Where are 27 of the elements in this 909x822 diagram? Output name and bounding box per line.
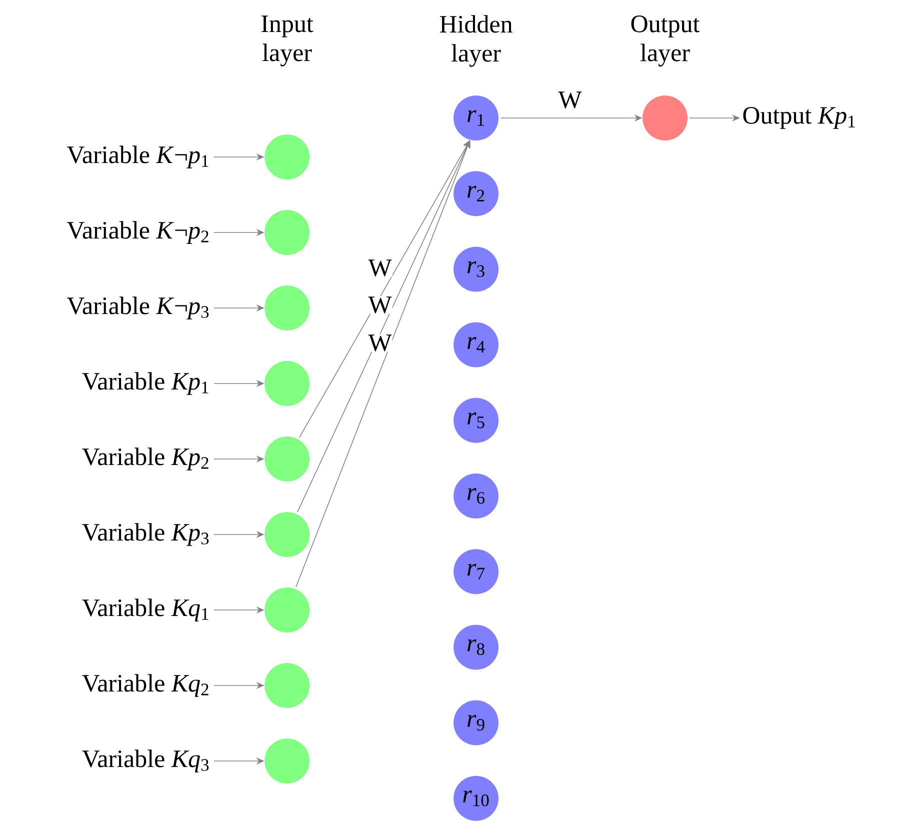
neuron-circle <box>264 134 310 180</box>
edge-label: W <box>558 91 582 109</box>
variable-label: Variable Kp$_{3}$ <box>82 523 209 546</box>
layer-heading: Output layer <box>631 16 700 66</box>
neuron-circle <box>264 286 310 330</box>
neuron-circle <box>264 738 310 784</box>
neuron-circle <box>264 663 310 708</box>
variable-label: Variable Kq$_{1}$ <box>82 598 208 622</box>
layer-heading: Input layer <box>262 16 314 66</box>
variable-label: Variable Kp$_{1}$ <box>82 372 208 395</box>
edge-label: W <box>368 259 392 277</box>
neuron-circle <box>264 588 310 632</box>
output-label: Output Kp$_{1}$ <box>743 107 855 129</box>
edge-label: W <box>368 334 392 352</box>
neuron-circle <box>264 210 310 255</box>
variable-label: Variable Kq$_{2}$ <box>82 674 208 697</box>
neuron-circle <box>642 96 688 140</box>
neuron-circle <box>264 361 310 406</box>
variable-label: Variable K¬p$_{3}$ <box>66 296 209 320</box>
edge-label: W <box>368 296 392 314</box>
layer-heading: Hidden layer <box>440 15 512 67</box>
variable-label: Variable K¬p$_{2}$ <box>66 221 208 244</box>
neuron-circle <box>264 512 310 557</box>
variable-label: Variable K¬p$_{1}$ <box>66 146 208 168</box>
variable-label: Variable Kp$_{2}$ <box>82 448 208 470</box>
neuron-circle <box>264 436 310 482</box>
variable-label: Variable Kq$_{3}$ <box>82 750 209 772</box>
